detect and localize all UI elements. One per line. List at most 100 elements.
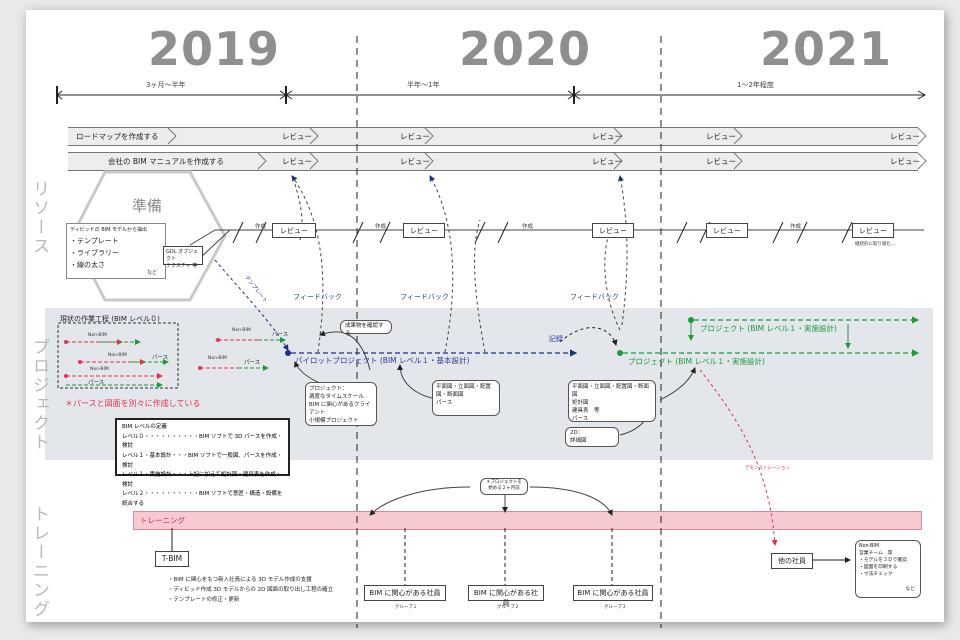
warning-text: ＊パースと図面を別々に作成している [65,399,201,408]
year-2020: 2020 [459,22,592,76]
definition-line-3: レベル１・実施設計・・・上記に加えて矩計図・建具表を作成・検討 [122,472,282,488]
tbim-item-1: ・BIM に関心をもつ新入社員による 3D モデル作成の支援 [168,577,312,583]
twod-line-2: 詳細図 [570,437,587,444]
prep-item-lineweight: ・線の太さ [70,261,105,269]
row-label-project: プロジェクト [29,338,49,452]
timeline-review-4: レビュー [706,223,748,238]
group-label-3: グループ３ [604,605,627,610]
training-bar [133,511,922,530]
roadmap-review-1: レビュー [282,132,312,141]
roadmap-review-2: レビュー [400,132,430,141]
definition-line-4: レベル２・・・・・・・・・・BIM ソフトで意匠・構造・設備を統合する [122,491,283,507]
basic-outputs-note: 平面図・立面図・配置図・断面図 パース [432,380,500,416]
current-process-title: 現状の作業工程 (BIM レベル０) [60,315,160,323]
mini-flow-1-side: パース [272,332,289,338]
row-label-training: トレーニング [29,505,49,619]
prep-item-template: ・テンプレート [70,237,119,245]
manual-review-4: レビュー [706,157,736,166]
prep-item-library: ・ライブラリー [70,249,119,257]
manual-label: 会社の BIM マニュアルを作成する [108,157,224,166]
every-two-months-line-2: 始める２ヶ月前 [488,485,520,491]
current-nonbim-2: Non-BIM [108,353,127,358]
period-2019: 3ヶ月〜半年 [146,81,186,89]
pilot-note-3: BIM に関心があるクライアント [309,401,371,416]
feedback-label-3: フィードバック [570,293,619,301]
year-2021: 2021 [760,22,893,76]
gdl-line-2: テクスチャ 等 [166,263,198,269]
roadmap-review-4: レビュー [706,132,736,141]
record-label: 記録 [549,335,563,343]
create-label-2: 作成 [375,224,387,230]
bim-level-definitions: BIM レベルの定義 レベル０・・・・・・・・・・BIM ソフトで 3D パース… [115,418,290,507]
mini-flow-2-side: パース [244,360,261,366]
timeline-review-5: レビュー [852,223,894,238]
feedback-label-1: フィードバック [293,293,342,301]
gdl-line-1: GDL オブジェクト [166,249,199,262]
definitions-title: BIM レベルの定義 [122,424,167,430]
pilot-note-2: 適度なタイムスケール [309,393,364,400]
tbim-item-3: ・テンプレートの修正・更新 [168,596,240,603]
create-label-4: 作成 [790,224,802,230]
detail-output-1: 平面図・立面図・配置図・断面図 [572,384,650,398]
prep-title: 準備 [132,197,163,215]
roadmap-label: ロードマップを作成する [76,132,159,141]
interested-staff-1: BIM に関心がある社員 [364,585,446,601]
every-two-months-note: ＊プロジェクトを 始める２ヶ月前 [480,478,528,495]
twod-line-1: 2D： [570,430,584,436]
interested-staff-2: BIM に関心がある社員 [468,585,544,607]
current-nonbim-3: Non-BIM [90,367,109,372]
basic-output-1: 平面図・立面図・配置図・断面図 [436,384,492,398]
nonbim-note-2: 営業チーム 等 [859,550,893,556]
other-staff-box: 他の社員 [771,553,813,569]
confirm-note: 成果物を確認する [340,320,392,337]
detail-output-3: 建具表 等 [572,407,600,414]
project-label-lower: プロジェクト (BIM レベル１・実施設計) [628,357,765,366]
roadmap-review-3: レビュー [592,132,622,141]
pilot-note: プロジェクト： 適度なタイムスケール BIM に関心があるクライアント 小規模プ… [305,382,377,426]
every-two-months-line-1: ＊プロジェクトを [486,480,522,485]
pilot-project-label: パイロットプロジェクト (BIM レベル１・基本設計) [295,356,470,365]
project-label-upper: プロジェクト (BIM レベル１・実施設計) [700,324,837,333]
tbim-item-2: ・ディビッド作成 3D モデルからの 2D 図面の取り出し工程の確立 [168,586,334,593]
period-2021: 1〜2年程度 [737,81,774,89]
definition-line-2: レベル１・基本設計・・・BIM ソフトで一般図、パースを作成・検討 [122,452,283,469]
demonstration-label: デモンストレーション [745,466,790,471]
nonbim-note-1: Non-BIM [859,544,879,549]
timeline-review-2: レビュー [403,223,445,238]
nonbim-note-5: ・寸法チェック [859,571,893,577]
prep-box: ディビッドの BIM モデルから抽出 ・テンプレート ・ライブラリー ・線の太さ… [66,223,166,279]
pilot-note-1: プロジェクト： [309,386,348,392]
definition-line-1: レベル０・・・・・・・・・・BIM ソフトで 3D パースを作成・検討 [122,433,283,450]
current-perse-2: パース [88,380,105,386]
roadmap-review-5: レビュー [890,132,920,141]
current-nonbim-1: Non-BIM [88,333,107,338]
tbim-items: ・BIM に関心をもつ新入社員による 3D モデル作成の支援 ・ディビッド作成 … [168,576,333,606]
year-2019: 2019 [148,22,281,76]
current-perse-1: パース [152,355,169,361]
detail-output-2: 矩計図 [572,399,589,406]
training-label: トレーニング [140,516,185,525]
roadmap-chevron-bar [68,127,918,146]
interested-staff-3: BIM に関心がある社員 [573,585,653,601]
detail-output-4: パース [572,415,589,422]
prep-intro: ディビッドの BIM モデルから抽出 [70,227,148,233]
nonbim-etc: など [905,587,915,593]
twod-note: 2D： 詳細図 [565,427,619,447]
mini-flow-2-top: Non-BIM [208,356,227,361]
manual-review-3: レビュー [592,157,622,166]
create-label-1: 作成 [255,224,267,230]
nonbim-note: Non-BIM 営業チーム 等 ・モデルを３Ｄで確認 ・図面を印刷する ・寸法チ… [855,540,921,598]
pilot-note-4: 小規模プロジェクト [309,417,359,424]
nonbim-note-4: ・図面を印刷する [859,564,898,570]
group-label-2: グループ２ [497,605,520,610]
group-label-1: グループ１ [395,605,418,610]
nonbim-note-3: ・モデルを３Ｄで確認 [859,557,907,563]
basic-output-2: パース [436,399,453,406]
manual-review-1: レビュー [282,157,312,166]
prep-etc: など [146,270,157,276]
period-2020: 半年〜1年 [407,81,440,89]
detail-outputs-note: 平面図・立面図・配置図・断面図 矩計図 建具表 等 パース [568,380,656,422]
manual-review-5: レビュー [890,157,920,166]
timeline-review-3: レビュー [592,223,634,238]
